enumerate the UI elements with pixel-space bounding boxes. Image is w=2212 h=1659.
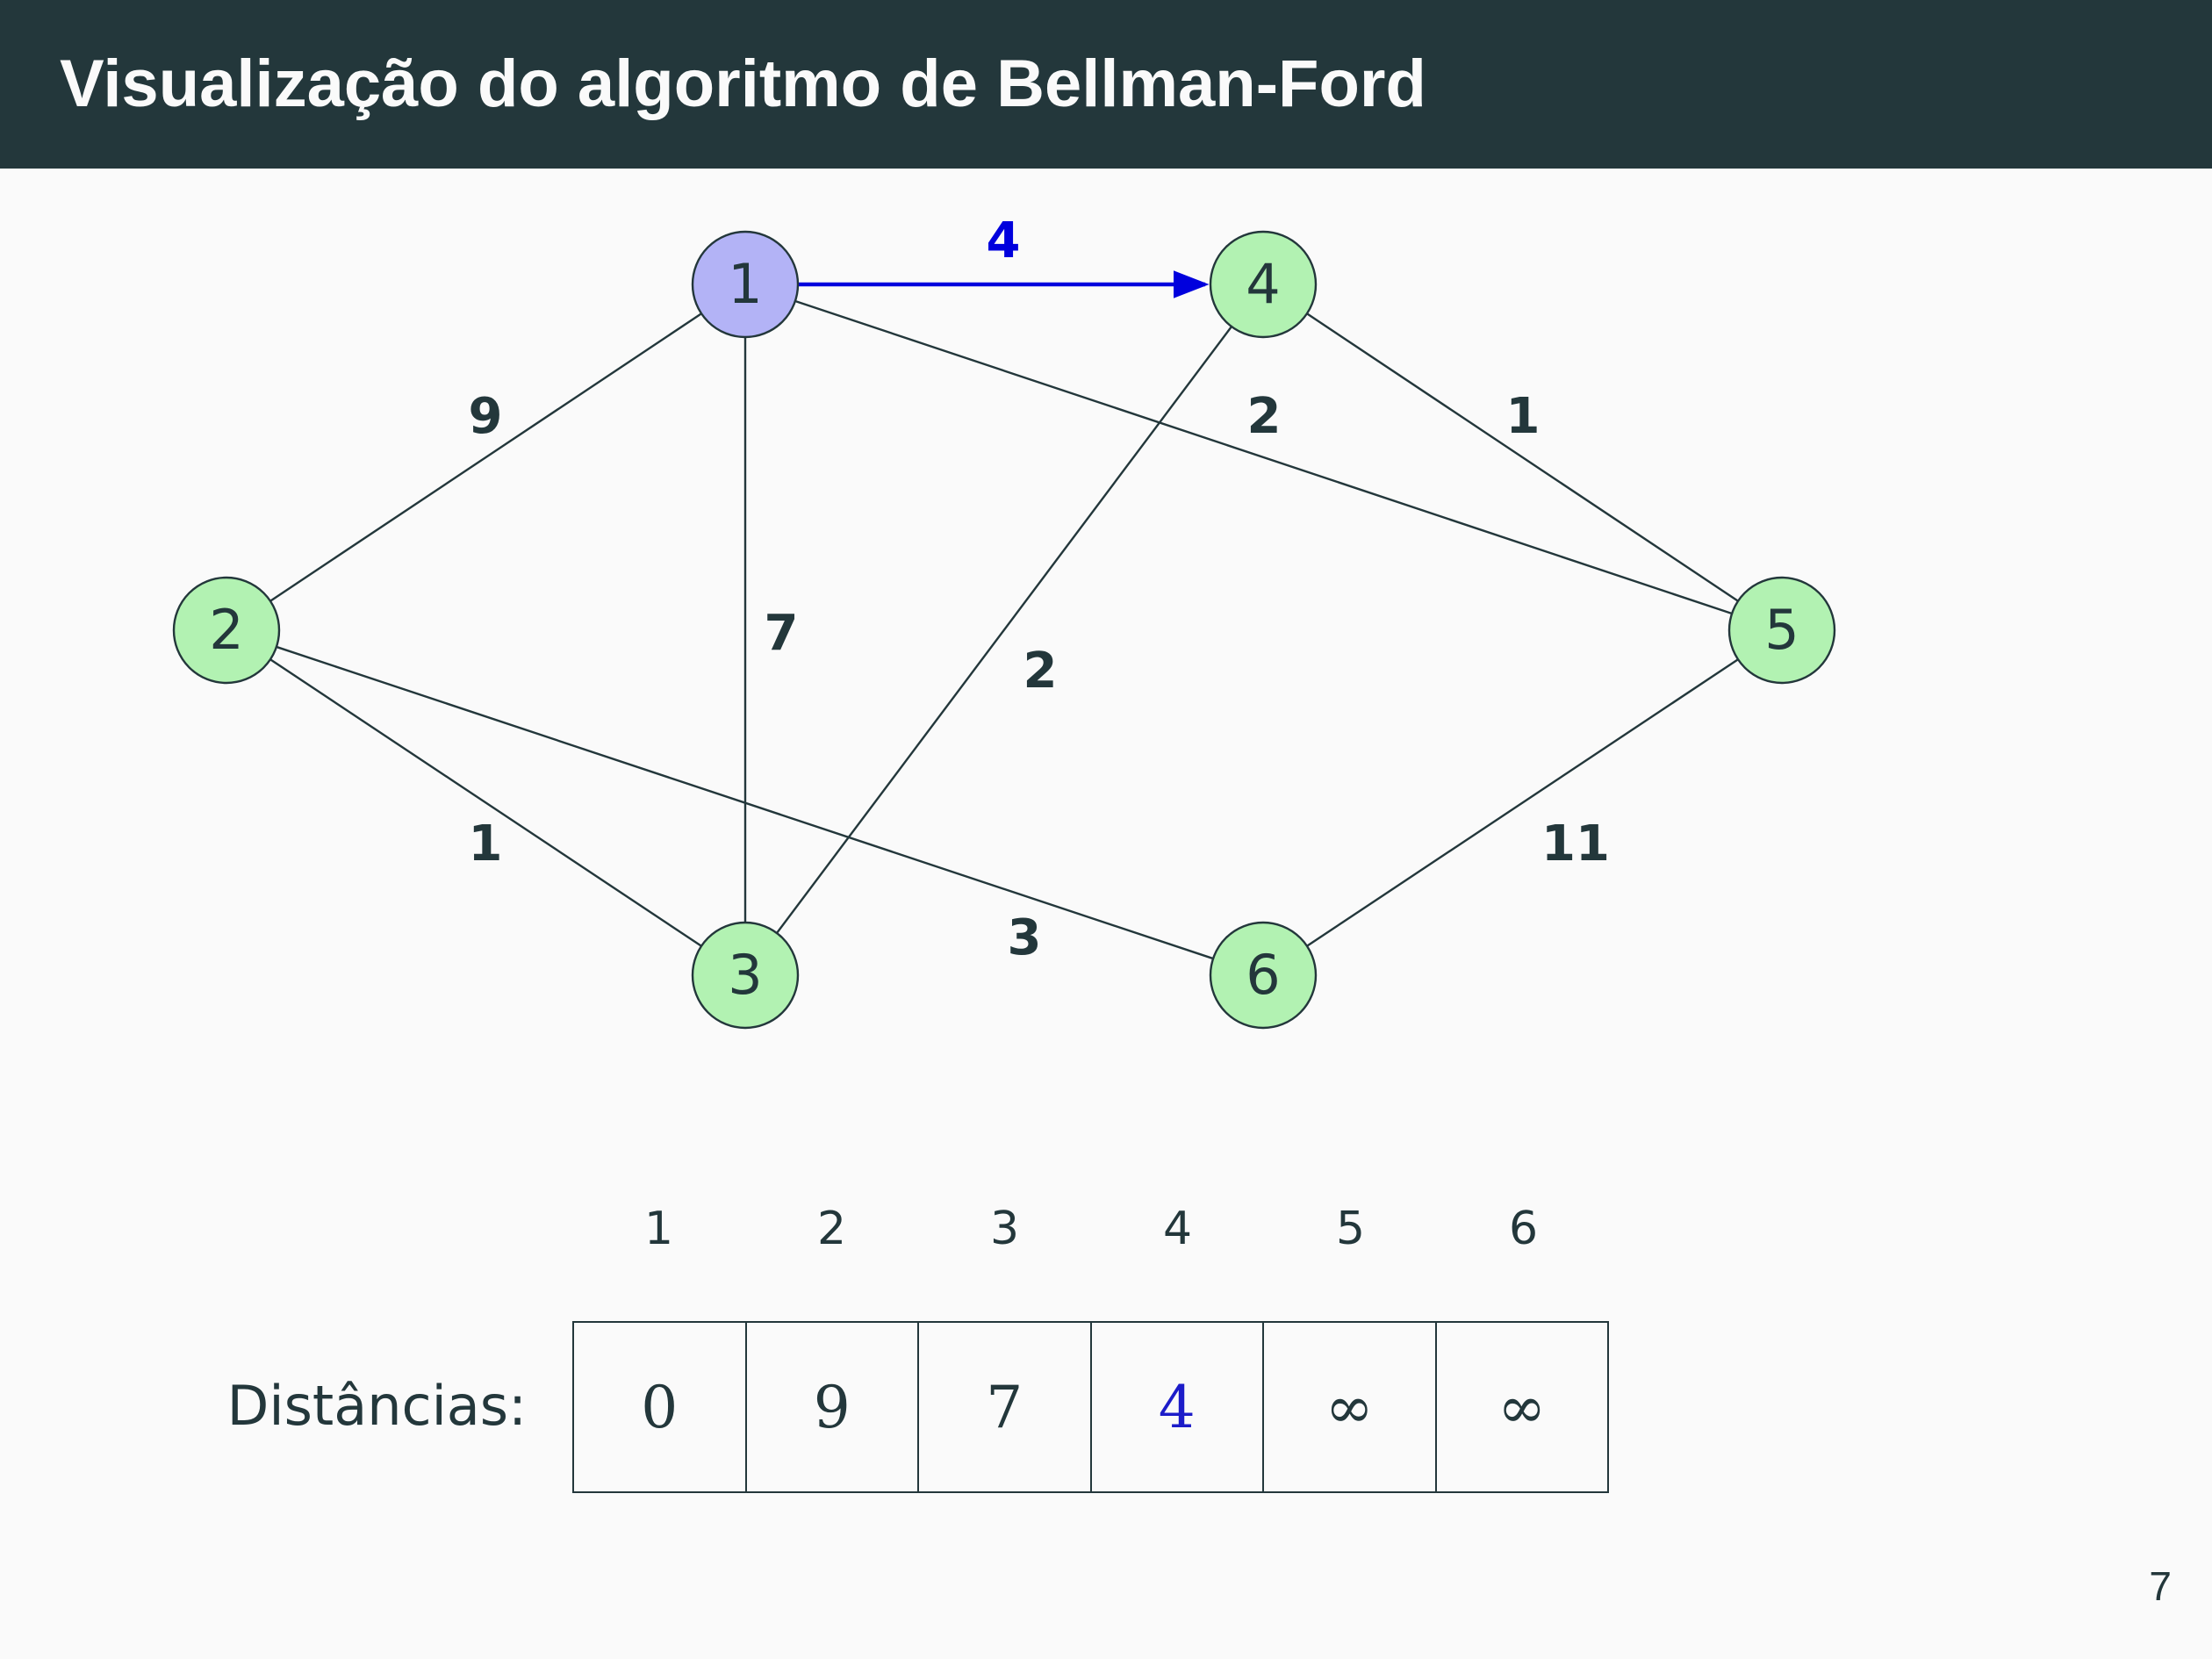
edge-weight-1-4: 4 — [987, 212, 1021, 269]
edge-4-3 — [776, 326, 1232, 934]
node-label-4: 4 — [1246, 252, 1280, 316]
node-circle-6 — [1209, 921, 1318, 1030]
node-3: 3 — [691, 921, 800, 1030]
edge-labels-layer: 4 9 7 2 1 2 1 3 11 — [469, 212, 1610, 966]
node-1: 1 — [691, 230, 800, 339]
column-index-4: 4 — [1162, 1203, 1193, 1255]
node-label-6: 6 — [1246, 943, 1280, 1007]
edge-weight-5-6: 11 — [1541, 815, 1610, 873]
edge-1-5 — [794, 299, 1733, 615]
node-2: 2 — [172, 576, 281, 685]
node-6: 6 — [1209, 921, 1318, 1030]
distance-table: 0 9 7 4 ∞ ∞ — [572, 1321, 1609, 1493]
column-index-2: 2 — [816, 1203, 847, 1255]
distance-cell-6: ∞ — [1437, 1323, 1609, 1491]
distance-cell-5: ∞ — [1264, 1323, 1437, 1491]
node-circle-2 — [172, 576, 281, 685]
node-4: 4 — [1209, 230, 1318, 339]
distance-cell-3: 7 — [919, 1323, 1092, 1491]
slide-title: Visualização do algoritmo de Bellman-For… — [60, 47, 1426, 121]
edge-weight-1-3: 7 — [765, 605, 799, 662]
edge-4-5 — [1306, 312, 1739, 602]
column-index-5: 5 — [1335, 1203, 1366, 1255]
node-label-3: 3 — [728, 943, 762, 1007]
node-circle-4 — [1209, 230, 1318, 339]
edge-weight-2-3: 1 — [469, 815, 503, 873]
edge-weight-1-5: 2 — [1247, 388, 1282, 445]
page-number: 7 — [2149, 1563, 2172, 1609]
distance-cell-1: 0 — [574, 1323, 747, 1491]
nodes-layer: 1 2 3 4 5 6 — [172, 230, 1836, 1030]
edge-weight-2-6: 3 — [1008, 909, 1042, 966]
node-circle-5 — [1727, 576, 1836, 685]
edges-layer — [269, 270, 1739, 960]
distance-cell-4: 4 — [1092, 1323, 1264, 1491]
graph-diagram: 4 9 7 2 1 2 1 3 11 1 2 3 4 5 6 — [172, 212, 1836, 1030]
edge-1-2 — [269, 312, 702, 602]
node-label-1: 1 — [728, 252, 762, 316]
node-circle-1 — [691, 230, 800, 339]
edge-weight-4-3: 2 — [1023, 643, 1058, 700]
edge-2-3 — [269, 658, 702, 947]
distance-cell-2: 9 — [747, 1323, 919, 1491]
node-circle-3 — [691, 921, 800, 1030]
edge-weight-4-5: 1 — [1506, 388, 1540, 445]
column-index-3: 3 — [989, 1203, 1020, 1255]
node-5: 5 — [1727, 576, 1836, 685]
node-label-5: 5 — [1764, 598, 1799, 662]
edge-weight-1-2: 9 — [469, 388, 503, 445]
distances-label: Distâncias: — [226, 1374, 527, 1438]
column-index-1: 1 — [643, 1203, 674, 1255]
column-index-6: 6 — [1508, 1203, 1539, 1255]
edge-5-6 — [1306, 658, 1739, 947]
edge-2-6 — [276, 645, 1214, 960]
slide-header: Visualização do algoritmo de Bellman-For… — [0, 0, 2212, 169]
node-label-2: 2 — [209, 598, 243, 662]
